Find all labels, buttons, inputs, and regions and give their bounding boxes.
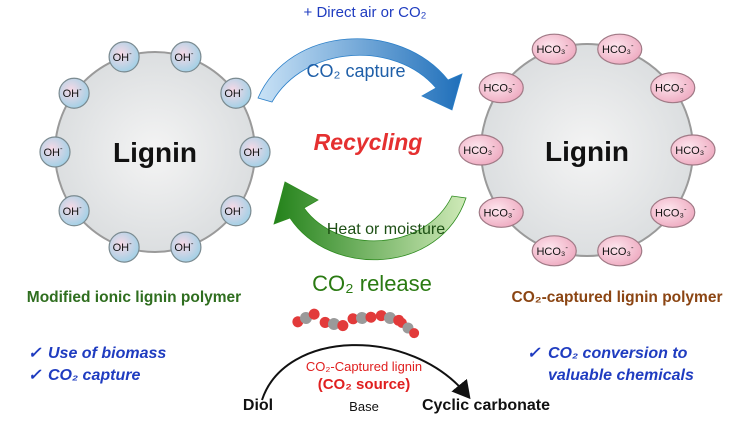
right-bullets: ✓ CO₂ conversion to valuable chemicals bbox=[527, 345, 694, 384]
hydroxide-ion-label: OH- bbox=[174, 49, 194, 64]
hydroxide-ion: OH- bbox=[239, 136, 271, 168]
bicarbonate-ion-label: HCO₃- bbox=[463, 142, 495, 157]
co2-capture-label: CO₂ capture bbox=[306, 61, 405, 81]
bicarbonate-ion: HCO₃- bbox=[478, 72, 524, 104]
bicarbonate-ion-label: HCO₃- bbox=[483, 80, 515, 95]
bicarbonate-ion: HCO₃- bbox=[531, 235, 577, 267]
bicarbonate-ion-label: HCO₃- bbox=[602, 41, 634, 56]
hydroxide-ion-label: OH- bbox=[43, 144, 63, 159]
bicarbonate-ion: HCO₃- bbox=[458, 134, 504, 166]
right-polymer: Lignin HCO₃-HCO₃-HCO₃-HCO₃-HCO₃-HCO₃-HCO… bbox=[458, 33, 716, 267]
co2-release-label: CO₂ release bbox=[312, 271, 432, 296]
bicarbonate-ion: HCO₃- bbox=[650, 196, 696, 228]
hydroxide-ion-label: OH- bbox=[63, 85, 83, 100]
hydroxide-ion: OH- bbox=[170, 41, 202, 73]
bicarbonate-ion-label: HCO₃- bbox=[675, 142, 707, 157]
right-lignin-label: Lignin bbox=[545, 136, 629, 167]
left-lignin-label: Lignin bbox=[113, 137, 197, 168]
bicarbonate-ion-label: HCO₃- bbox=[536, 41, 568, 56]
bullet-co2-conversion: CO₂ conversion to bbox=[548, 345, 688, 362]
reaction-scheme: CO₂-Captured lignin (CO₂ source) Diol Ba… bbox=[243, 344, 550, 414]
bicarbonate-ion-label: HCO₃- bbox=[483, 204, 515, 219]
bullet-check-icon: ✓ bbox=[28, 367, 42, 384]
hydroxide-ion: OH- bbox=[108, 41, 140, 73]
hydroxide-ion-label: OH- bbox=[113, 49, 133, 64]
bullet-valuable-chemicals: valuable chemicals bbox=[548, 367, 694, 384]
bullet-use-of-biomass: Use of biomass bbox=[48, 345, 166, 362]
left-polymer: Lignin OH- OH- OH- OH- OH- OH- OH- OH- OH- OH- bbox=[39, 41, 271, 263]
bullet-check-icon: ✓ bbox=[527, 345, 541, 362]
hydroxide-ion: OH- bbox=[58, 77, 90, 109]
bicarbonate-ion: HCO₃- bbox=[531, 33, 577, 65]
reaction-arrow bbox=[261, 344, 471, 401]
hydroxide-ion: OH- bbox=[170, 231, 202, 263]
left-hydroxide-ions: OH- OH- OH- OH- OH- OH- OH- OH- OH- OH- bbox=[39, 41, 271, 263]
left-caption: Modified ionic lignin polymer bbox=[27, 289, 241, 306]
co2-capture-arrow: CO₂ capture bbox=[257, 38, 463, 111]
hydroxide-ion-label: OH- bbox=[174, 239, 194, 254]
product-label: Cyclic carbonate bbox=[422, 397, 550, 414]
left-bullets: ✓ Use of biomass ✓ CO₂ capture bbox=[28, 345, 166, 384]
hydroxide-ion-label: OH- bbox=[243, 144, 263, 159]
hydroxide-ion-label: OH- bbox=[113, 239, 133, 254]
reagent-line-1: CO₂-Captured lignin bbox=[306, 359, 422, 374]
direct-air-label: + Direct air or CO₂ bbox=[304, 4, 427, 21]
hydroxide-ion: OH- bbox=[58, 195, 90, 227]
condition-label: Base bbox=[349, 399, 379, 414]
bicarbonate-ion: HCO₃- bbox=[597, 235, 643, 267]
bicarbonate-ion-label: HCO₃- bbox=[536, 243, 568, 258]
bicarbonate-ion: HCO₃- bbox=[597, 33, 643, 65]
bicarbonate-ion-label: HCO₃- bbox=[602, 243, 634, 258]
bicarbonate-ion-label: HCO₃- bbox=[655, 80, 687, 95]
bullet-co2-capture: CO₂ capture bbox=[48, 367, 140, 384]
hydroxide-ion: OH- bbox=[108, 231, 140, 263]
bicarbonate-ion: HCO₃- bbox=[650, 72, 696, 104]
hydroxide-ion-label: OH- bbox=[63, 203, 83, 218]
recycling-label: Recycling bbox=[314, 129, 423, 155]
reagent-line-2: (CO₂ source) bbox=[318, 376, 411, 393]
bicarbonate-ion-label: HCO₃- bbox=[655, 204, 687, 219]
hydroxide-ion: OH- bbox=[220, 77, 252, 109]
hydroxide-ion-label: OH- bbox=[224, 85, 244, 100]
bullet-check-icon: ✓ bbox=[28, 345, 42, 362]
hydroxide-ion: OH- bbox=[220, 195, 252, 227]
bicarbonate-ion: HCO₃- bbox=[670, 134, 716, 166]
right-caption: CO₂-captured lignin polymer bbox=[512, 289, 723, 306]
right-bicarbonate-ions: HCO₃- HCO₃- HCO₃- HCO₃- HCO₃- HCO₃- HCO₃- HCO₃-… bbox=[458, 33, 716, 267]
reactant-label: Diol bbox=[243, 397, 273, 414]
co2-release-arrow: Heat or moisture bbox=[273, 181, 467, 261]
co2-molecules-icon bbox=[292, 308, 420, 339]
hydroxide-ion: OH- bbox=[39, 136, 71, 168]
bicarbonate-ion: HCO₃- bbox=[478, 196, 524, 228]
heat-moisture-label: Heat or moisture bbox=[327, 221, 445, 238]
hydroxide-ion-label: OH- bbox=[224, 203, 244, 218]
